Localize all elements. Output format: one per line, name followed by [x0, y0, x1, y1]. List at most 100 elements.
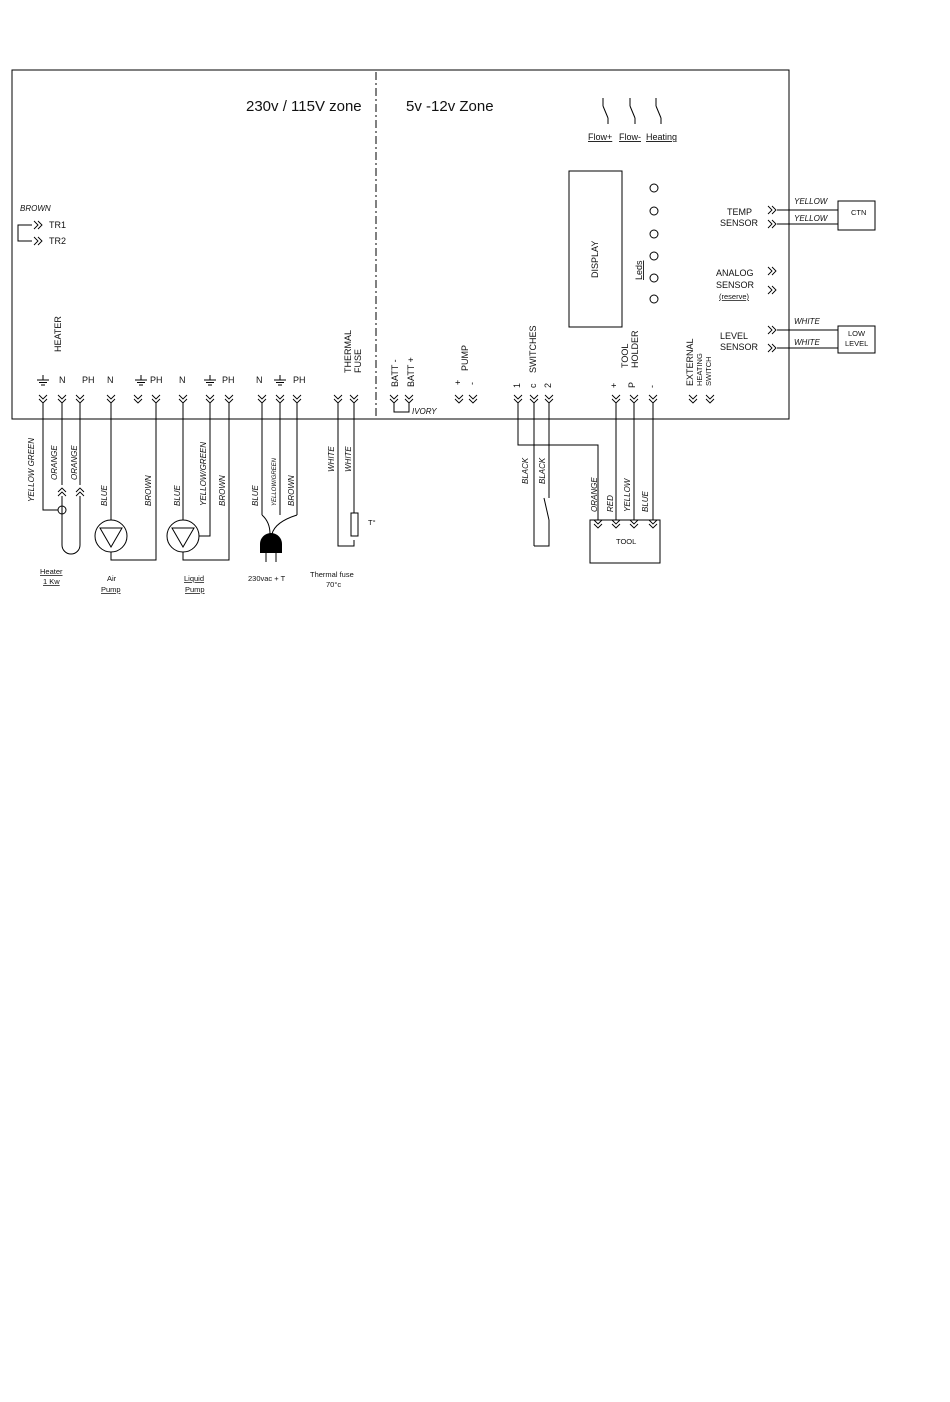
- batt-minus-label: BATT -: [390, 359, 400, 387]
- term-switch-1: 1: [512, 383, 522, 388]
- liquid-pump-ground: [203, 374, 217, 386]
- display-label: DISPLAY: [590, 241, 600, 278]
- leds-label: Leds: [634, 260, 644, 280]
- transformer-tr2: TR2: [49, 236, 66, 246]
- term-tool-minus: -: [647, 385, 657, 388]
- heater-element: [61, 496, 81, 555]
- controller-enclosure: [11, 69, 790, 420]
- led: [649, 206, 659, 216]
- tool-label: TOOL: [616, 537, 636, 546]
- ctn-sensor-box: [837, 200, 876, 231]
- led: [649, 273, 659, 283]
- liquid-pump-label: Liquid: [184, 574, 204, 583]
- liquid-pump-symbol: [166, 519, 200, 553]
- term-ph-air: PH: [150, 375, 163, 385]
- mains-plug-icon: [260, 533, 282, 562]
- ext-heating-label-2: HEATING: [695, 353, 704, 386]
- term-switch-c: c: [528, 383, 538, 388]
- liquid-wire-brown: BROWN: [218, 475, 227, 506]
- term-ph-heater: PH: [82, 375, 95, 385]
- thermal-fuse-label-2: 70°c: [326, 580, 341, 589]
- wire-yellow-green: YELLOW GREEN: [27, 438, 36, 502]
- tool-wire-blue: BLUE: [641, 490, 650, 512]
- battery-link: [393, 403, 410, 413]
- mains-plug-label: 230vac + T: [248, 574, 286, 583]
- battery-link-label: IVORY: [412, 407, 437, 416]
- switch-label-heating: Heating: [646, 132, 677, 142]
- wire-orange-2: ORANGE: [70, 445, 79, 480]
- led-indicators: [649, 183, 659, 304]
- analog-sensor-label: ANALOG: [716, 268, 754, 278]
- liquid-wire-yellow-green: YELLOW/GREEN: [199, 442, 208, 506]
- level-sensor-label: LEVEL: [720, 331, 748, 341]
- level-wire-label-2: WHITE: [794, 338, 820, 347]
- switch-label-flow-minus: Flow-: [619, 132, 641, 142]
- switch-flow-plus: [602, 97, 609, 125]
- low-level-label: LOW: [848, 329, 866, 338]
- level-wire-label-1: WHITE: [794, 317, 820, 326]
- switch-heating: [655, 97, 662, 125]
- mains-ground: [273, 374, 287, 386]
- temp-wire-label-2: YELLOW: [794, 214, 829, 223]
- term-tool-plus: +: [609, 383, 619, 388]
- switches-group-label: SWITCHES: [528, 325, 538, 373]
- liquid-wire-blue: BLUE: [173, 484, 182, 506]
- air-pump-symbol: [94, 519, 128, 553]
- low-level-sensor-box: [837, 325, 876, 354]
- mains-wire-brown: BROWN: [287, 475, 296, 506]
- ctn-label: CTN: [851, 208, 866, 217]
- thermal-fuse-symbol: [350, 512, 359, 537]
- term-pump-plus: +: [453, 380, 463, 385]
- term-n-heater: N: [59, 375, 66, 385]
- tool-holder-label-2: HOLDER: [630, 330, 640, 368]
- tool-box: [589, 519, 661, 564]
- transformer-loop: [17, 224, 32, 242]
- term-n-air: N: [107, 375, 114, 385]
- pump-group-label: PUMP: [460, 345, 470, 371]
- analog-sensor-label-2: SENSOR: [716, 280, 755, 290]
- tool-wire-orange: ORANGE: [590, 477, 599, 512]
- led: [649, 251, 659, 261]
- air-pump-ground: [134, 374, 148, 386]
- air-wire-brown: BROWN: [144, 475, 153, 506]
- led: [649, 294, 659, 304]
- air-pump-label-2: Pump: [101, 585, 121, 594]
- low-level-label-2: LEVEL: [845, 339, 868, 348]
- switch-label-flow-plus: Flow+: [588, 132, 612, 142]
- fuse-wire-white-1: WHITE: [327, 446, 336, 472]
- heater-group-label: HEATER: [53, 316, 63, 352]
- analog-sensor-note: (reserve): [719, 292, 750, 301]
- term-ph-liquid: PH: [222, 375, 235, 385]
- temp-sensor-label-2: SENSOR: [720, 218, 759, 228]
- temp-wire-label-1: YELLOW: [794, 197, 829, 206]
- switch-flow-minus: [629, 97, 636, 125]
- mains-wire-yellow-green: YELLOW/GREEN: [272, 457, 278, 506]
- zone-title-high-voltage: 230v / 115V zone: [246, 98, 362, 115]
- fuse-symbol-label: T°: [368, 518, 376, 527]
- term-switch-2: 2: [543, 383, 553, 388]
- zone-title-low-voltage: 5v -12v Zone: [406, 98, 494, 115]
- fuse-wire-white-2: WHITE: [344, 446, 353, 472]
- liquid-pump-label-2: Pump: [185, 585, 205, 594]
- heater-label-2: 1 Kw: [43, 577, 60, 586]
- ext-heating-label: EXTERNAL: [685, 338, 695, 386]
- ext-heating-label-3: SWITCH: [704, 356, 713, 386]
- transformer-wire-label: BROWN: [20, 204, 51, 213]
- term-n-mains: N: [256, 375, 263, 385]
- thermal-fuse-label: Thermal fuse: [310, 570, 354, 579]
- display-box: [568, 170, 623, 328]
- thermal-fuse-group-label-2: FUSE: [353, 349, 363, 373]
- batt-plus-label: BATT +: [406, 357, 416, 387]
- tool-holder-label: TOOL: [620, 344, 630, 368]
- heater-label: Heater: [40, 567, 63, 576]
- led: [649, 229, 659, 239]
- air-wire-blue: BLUE: [100, 484, 109, 506]
- temp-sensor-label: TEMP: [727, 207, 752, 217]
- air-pump-label: Air: [107, 574, 117, 583]
- switch-wire-black-2: BLACK: [538, 457, 547, 484]
- transformer-tr1: TR1: [49, 220, 66, 230]
- heater-ground: [36, 374, 50, 386]
- tool-wire-red: RED: [606, 495, 615, 512]
- term-n-liquid: N: [179, 375, 186, 385]
